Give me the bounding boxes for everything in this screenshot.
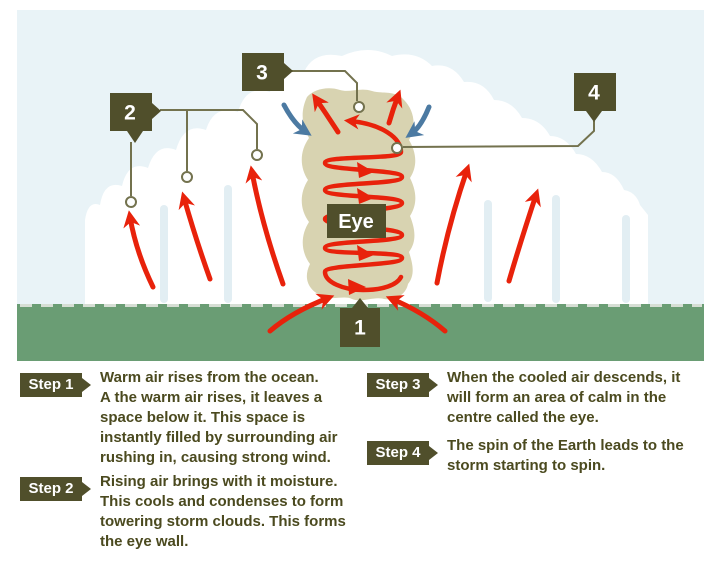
callout-dot — [251, 149, 263, 161]
step-1-line: Warm air rises from the ocean. — [100, 369, 319, 386]
step-1-line: rushing in, causing strong wind. — [100, 449, 331, 466]
warm-air-arrow — [123, 210, 156, 290]
spiral-arrowheads — [348, 162, 374, 295]
step-3-line: When the cooled air descends, it — [447, 369, 681, 386]
storm-diagram: 2 3 4 1 Eye — [17, 10, 704, 361]
steps-legend: Step 1 Warm air rises from the ocean. A … — [0, 365, 717, 571]
callout-4: 4 — [574, 73, 616, 122]
step-3-text: When the cooled air descends, it will fo… — [447, 368, 680, 428]
step-4-badge: Step 4 — [367, 441, 438, 465]
inflow-arrow — [385, 295, 448, 334]
warm-air-arrow — [178, 191, 213, 282]
step-1-badge: Step 1 — [20, 373, 91, 397]
outflow-arrow — [386, 89, 403, 126]
step-1-line: instantly filled by surrounding air — [100, 429, 338, 446]
step-2-text: Rising air brings with it moisture. This… — [100, 472, 346, 552]
cool-air-arrow — [281, 102, 312, 136]
outflow-arrow — [312, 93, 341, 135]
step-1-line: A the warm air rises, it leaves a — [100, 389, 323, 406]
cool-air-arrow — [405, 104, 432, 138]
callout-2-label: 2 — [124, 102, 136, 125]
callout-3: 3 — [242, 53, 293, 91]
callout-3-label: 3 — [256, 62, 268, 85]
step-3-badge: Step 3 — [367, 373, 438, 397]
callout-dot — [125, 196, 137, 208]
step-4-text: The spin of the Earth leads to the storm… — [447, 436, 684, 476]
step-2-line: the eye wall. — [100, 533, 189, 550]
inflow-arrow — [267, 293, 335, 334]
spiral-wind-arrow — [322, 114, 405, 295]
surface-inflow-arrows — [267, 293, 448, 334]
callout-line — [287, 70, 358, 101]
warm-air-arrow — [506, 188, 541, 284]
callout-line — [160, 109, 258, 149]
cool-air-descending-arrows — [281, 102, 432, 138]
callout-dot — [391, 142, 403, 154]
warm-air-rising-arrows — [123, 163, 541, 290]
step-3-line: centre called the eye. — [447, 409, 599, 426]
callout-1-label: 1 — [354, 317, 366, 340]
step-2-line: Rising air brings with it moisture. — [100, 473, 338, 490]
warm-air-arrow — [245, 165, 286, 287]
step-2-line: towering storm clouds. This forms — [100, 513, 346, 530]
callout-lines — [130, 70, 595, 196]
step-1-line: space below it. This space is — [100, 409, 306, 426]
step-4-line: storm starting to spin. — [447, 457, 606, 474]
callout-4-label: 4 — [588, 82, 600, 105]
step-2-line: This cools and condenses to form — [100, 493, 344, 510]
callout-dot — [353, 101, 365, 113]
eye-label: Eye — [338, 211, 374, 233]
outflow-arrows — [312, 89, 403, 135]
eye-label-box: Eye — [327, 204, 386, 238]
callout-dots — [125, 101, 403, 208]
step-4-line: The spin of the Earth leads to the — [447, 437, 684, 454]
cloud-tower-gaps — [160, 185, 630, 303]
step-3-line: will form an area of calm in the — [447, 389, 667, 406]
step-2-badge: Step 2 — [20, 477, 91, 501]
callout-dot — [181, 171, 193, 183]
warm-air-arrow — [434, 163, 472, 286]
callout-line — [402, 121, 595, 148]
callout-1: 1 — [340, 298, 380, 347]
step-1-text: Warm air rises from the ocean. A the war… — [100, 368, 338, 468]
callout-2: 2 — [110, 93, 161, 143]
